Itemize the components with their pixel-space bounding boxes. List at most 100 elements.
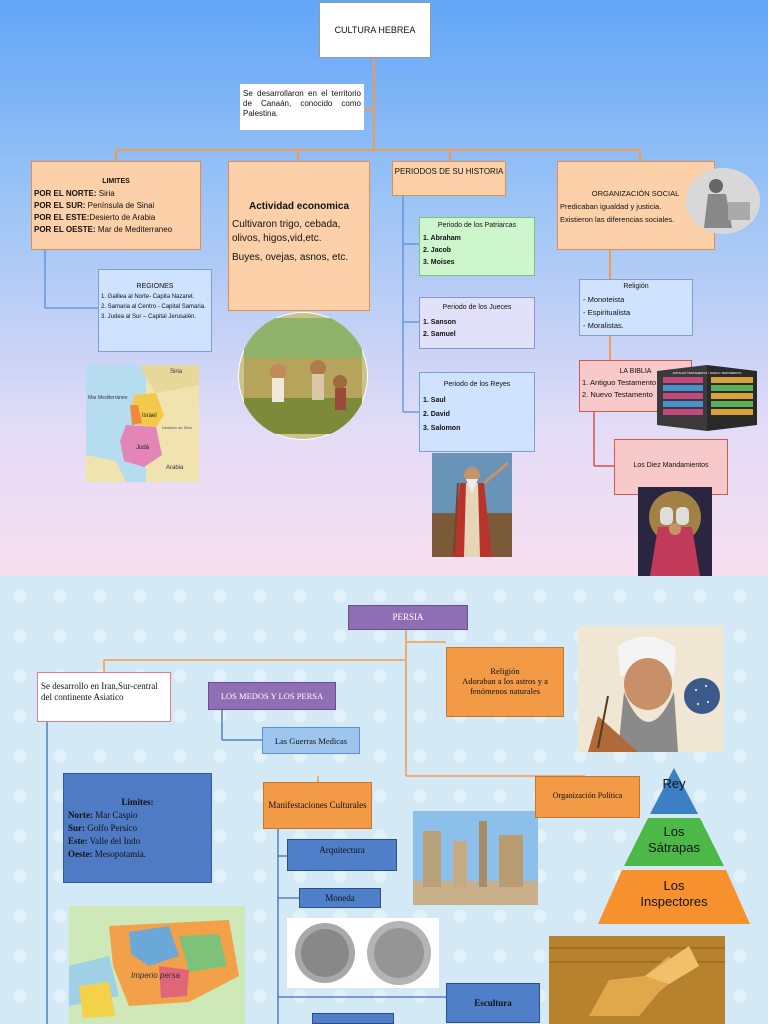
guerras-text: Las Guerras Medicas (274, 736, 348, 746)
pyramid-label-rey: Rey (662, 776, 686, 791)
organizacion-heading: ORGANIZACIÓN SOCIAL (591, 189, 680, 198)
religion-list: - Monoteista - Espiritualista - Moralist… (583, 295, 631, 330)
canaan-map-image: Siria Mar Mediterráneo Israel Judá Arabi… (86, 365, 199, 482)
intro-text: Se desarrollaron en el territorio de Can… (243, 89, 361, 118)
patriarcas-box: Periodo de los Patriarcas 1. Abraham 2. … (419, 217, 535, 276)
patriarca-item: Abraham (430, 235, 461, 242)
regiones-item: 1. Galilea al Norte- Capita Nazaret. (101, 294, 195, 300)
escultura-box: Escultura (446, 983, 540, 1023)
regiones-heading: REGIONES (136, 283, 174, 290)
organizacion-politica-text: Organización Política (552, 791, 623, 800)
hebrew-figure-drawing (686, 168, 760, 234)
coins-image (287, 918, 439, 988)
persia-limites-row: Sur: Golfo Persico (68, 822, 207, 835)
persia-limites-label: Norte: (68, 810, 93, 820)
moneda-text: Moneda (325, 893, 355, 903)
bible-book-label: ANTIGUO TESTAMENTO / NUEVO TESTAMENTO (673, 371, 743, 375)
limites-row: POR EL ESTE:Desierto de Arabia (34, 212, 198, 224)
intro-box: Se desarrollaron en el territorio de Can… (240, 84, 364, 130)
persia-limites-label: Oeste: (68, 849, 93, 859)
map-label-mar: Mar Mediterráneo (88, 395, 128, 401)
persia-religion-box: Religión Adoraban a los astros y a fenóm… (446, 647, 564, 717)
limites-label: POR EL ESTE: (34, 213, 90, 222)
persia-religion-heading: Religión (490, 666, 520, 676)
reyes-list: 1. Saul 2. David 3. Salomon (423, 397, 461, 432)
pyramid-tier-inspectores (598, 870, 750, 924)
guerras-box: Las Guerras Medicas (262, 727, 360, 754)
mandamientos-box: Los Diez Mandamientos (614, 439, 728, 495)
actividad-line: Cultivaron trigo, cebada, olivos, higos,… (232, 219, 341, 244)
persia-title-text: PERSIA (392, 612, 424, 622)
regiones-box: REGIONES 1. Galilea al Norte- Capita Naz… (98, 269, 212, 352)
slide-cultura-hebrea: CULTURA HEBREA Se desarrollaron en el te… (0, 0, 768, 576)
persia-limites-row: Norte: Mar Caspio (68, 809, 207, 822)
mandamientos-text: Los Diez Mandamientos (633, 462, 709, 469)
religion-item: Monoteista (587, 295, 625, 304)
patriarcas-title: Periodo de los Patriarcas (437, 222, 517, 229)
map-label-desierto: Desierto de Siria (162, 425, 192, 430)
organizacion-line: Predicaban igualdad y justicia. (560, 202, 662, 211)
rey-item: David (430, 411, 450, 418)
limites-value: Península de Sinai (85, 201, 155, 210)
patriarca-item: Moises (430, 259, 455, 266)
biblia-item: Nuevo Testamento (590, 390, 653, 399)
zoroaster-drawing (578, 626, 724, 752)
escultura-text: Escultura (474, 998, 512, 1008)
rey-item: Saul (430, 397, 446, 404)
persia-map-label: Imperio persa (131, 971, 180, 980)
limites-box: LIMITES POR EL NORTE: Siria POR EL SUR: … (31, 161, 201, 250)
religion-box: Religión - Monoteista - Espiritualista -… (579, 279, 693, 336)
actividad-box: Actividad economica Cultivaron trigo, ce… (228, 161, 370, 311)
patriarca-item: Jacob (430, 247, 452, 254)
actividad-heading: Actividad economica (248, 201, 350, 212)
limites-value: Siria (96, 189, 115, 198)
commandments-image (638, 487, 712, 576)
hebrew-figure-image (686, 168, 760, 234)
juez-item: Sanson (430, 319, 457, 326)
griffin-relief-drawing (549, 936, 725, 1024)
map-label-juda: Judá (136, 445, 150, 451)
limites-heading: LIMITES (102, 178, 130, 185)
persia-map-image: Imperio persa (69, 906, 245, 1024)
bible-books-drawing: ANTIGUO TESTAMENTO / NUEVO TESTAMENTO (657, 365, 757, 431)
periodos-heading: PERIODOS DE SU HISTORIA (394, 167, 504, 176)
limites-value: Mar de Mediterraneo (95, 225, 173, 234)
religion-heading: Religión (623, 283, 649, 290)
medos-text: LOS MEDOS Y LOS PERSA (220, 691, 324, 701)
persia-limites-value: Golfo Persico (85, 823, 138, 833)
juez-item: Samuel (430, 331, 456, 338)
rey-item: Salomon (430, 425, 461, 432)
manifestaciones-box: Manifestaciones Culturales (263, 782, 372, 829)
persepolis-drawing (413, 821, 538, 905)
manifestaciones-text: Manifestaciones Culturales (268, 800, 367, 810)
persia-limites-row: Este: Valle del Indo (68, 835, 207, 848)
persepolis-image (413, 811, 538, 905)
commandments-drawing (649, 491, 701, 576)
pyramid-tier-rey (650, 768, 698, 814)
coins-drawing (295, 921, 431, 985)
bible-books-image: ANTIGUO TESTAMENTO / NUEVO TESTAMENTO (655, 363, 759, 435)
pyramid-tier-satrapas (624, 818, 724, 866)
griffin-relief-image (549, 936, 725, 1024)
agriculture-drawing (239, 313, 367, 439)
persia-limites-heading: Limites: (121, 797, 154, 807)
persia-intro-box: Se desarrollo en Iran,Sur-central del co… (37, 672, 171, 722)
title-persia: PERSIA (348, 605, 468, 630)
limites-label: POR EL OESTE: (34, 225, 96, 234)
zoroaster-image (578, 626, 724, 752)
limites-row: POR EL OESTE: Mar de Mediterraneo (34, 224, 198, 236)
regiones-item: 2. Samaria al Centro - Capital Samaria. (101, 304, 206, 310)
biblia-list: 1. Antiguo Testamento 2. Nuevo Testament… (582, 378, 657, 399)
periodos-box: PERIODOS DE SU HISTORIA (392, 161, 506, 196)
limites-label: POR EL NORTE: (34, 189, 97, 198)
persia-religion-text: Adoraban a los astros y a fenómenos natu… (462, 676, 548, 696)
biblia-item: Antiguo Testamento (589, 378, 657, 387)
regiones-item: 3. Judea al Sur – Capital Jerusalén. (101, 314, 197, 320)
map-label-arabia: Arabia (166, 465, 184, 471)
persia-intro-text: Se desarrollo en Iran,Sur-central del co… (41, 681, 158, 702)
map-label-siria: Siria (170, 369, 183, 375)
jueces-list: 1. Sanson 2. Samuel (423, 319, 457, 338)
